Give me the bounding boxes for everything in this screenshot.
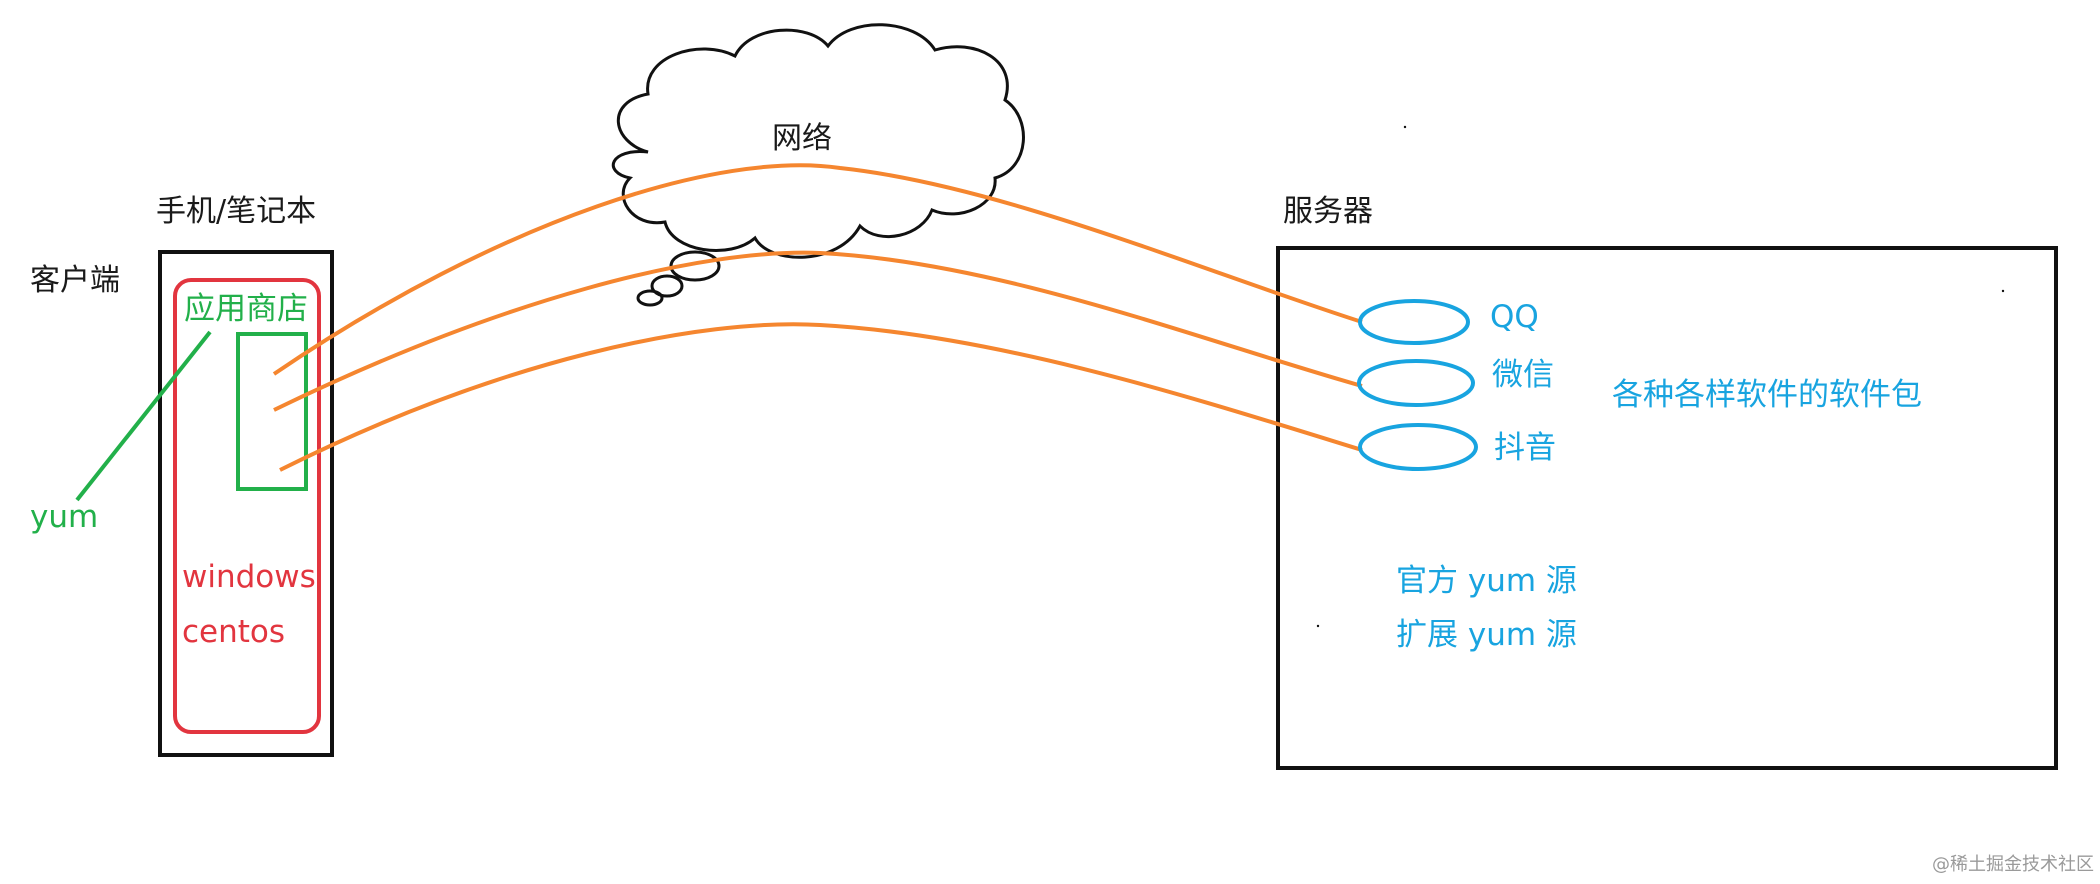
stray-dot: [1403, 125, 1407, 129]
app-store-box: [236, 332, 308, 491]
os-centos-label: centos: [182, 614, 286, 650]
packages-label: 各种各样软件的软件包: [1612, 377, 1922, 413]
yum-pointer-line: [75, 330, 212, 502]
cloud-bubble-medium: [650, 274, 684, 298]
cloud-bubble-small: [636, 289, 664, 307]
official-repo-label: 官方 yum 源: [1396, 563, 1577, 599]
qq-app-ellipse: [1358, 299, 1470, 345]
qq-label: QQ: [1490, 299, 1539, 335]
server-label: 服务器: [1283, 194, 1373, 229]
douyin-app-ellipse: [1358, 423, 1478, 471]
os-box: [173, 278, 321, 734]
wechat-label: 微信: [1492, 357, 1554, 393]
link-wechat: [273, 250, 1363, 412]
watermark: @稀土掘金技术社区: [1932, 854, 2094, 875]
network-label: 网络: [772, 121, 832, 156]
network-cloud: [611, 23, 1025, 259]
yum-label: yum: [30, 499, 99, 535]
stray-dot: [1316, 624, 1320, 628]
client-label: 客户端: [30, 263, 120, 298]
device-label: 手机/笔记本: [156, 194, 317, 229]
os-windows-label: windows: [182, 559, 316, 595]
device-box: [158, 250, 334, 757]
link-qq: [272, 163, 1363, 376]
link-douyin: [279, 322, 1363, 472]
douyin-label: 抖音: [1494, 430, 1556, 466]
app-store-label: 应用商店: [184, 291, 308, 327]
extended-repo-label: 扩展 yum 源: [1396, 617, 1577, 653]
stray-dot: [2001, 289, 2005, 293]
server-box: [1276, 246, 2058, 770]
wechat-app-ellipse: [1357, 359, 1475, 407]
